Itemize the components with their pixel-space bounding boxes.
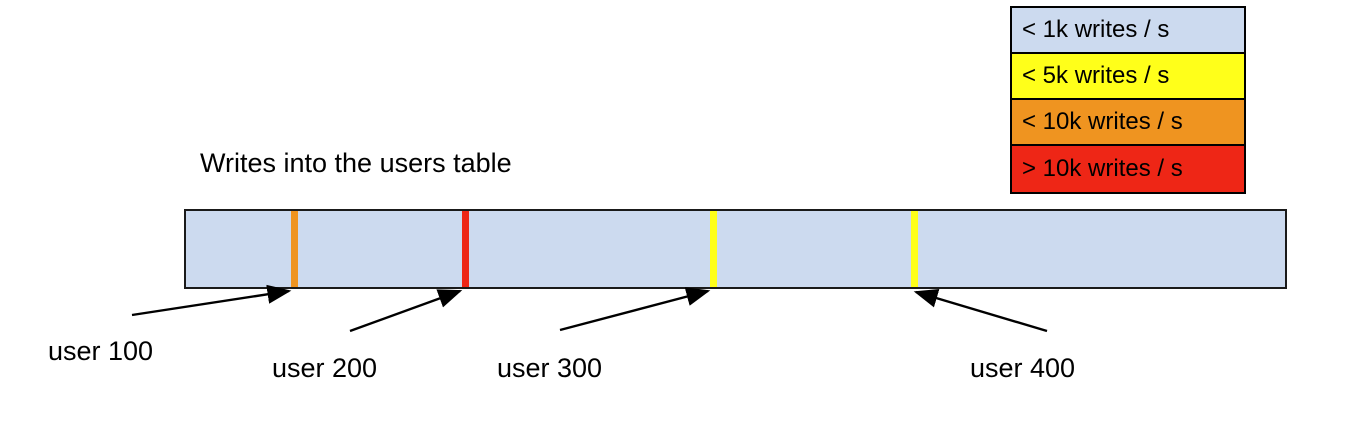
callout-arrow-user-100 — [131, 284, 292, 317]
legend-label-tier-high: < 10k writes / s — [1022, 108, 1183, 135]
users-table-keyspace-bar — [184, 209, 1287, 289]
legend-label-tier-critical: > 10k writes / s — [1022, 155, 1183, 182]
callout-label-user-200: user 200 — [272, 353, 378, 383]
callout-label-user-300: user 300 — [497, 353, 603, 383]
legend-label-tier-low: < 1k writes / s — [1022, 16, 1170, 43]
legend-row-tier-high: < 10k writes / s — [1012, 100, 1244, 146]
legend-row-tier-medium: < 5k writes / s — [1012, 54, 1244, 100]
hotspot-marker-user-100 — [291, 211, 298, 287]
chart-title: Writes into the users table — [200, 148, 512, 178]
callout-arrow-user-200 — [349, 289, 463, 333]
callout-label-user-400: user 400 — [970, 353, 1076, 383]
legend: < 1k writes / s < 5k writes / s < 10k wr… — [1010, 6, 1246, 194]
legend-row-tier-low: < 1k writes / s — [1012, 8, 1244, 54]
callout-arrow-user-300 — [559, 287, 711, 332]
callout-label-user-100: user 100 — [48, 336, 154, 366]
hotspot-marker-user-300 — [710, 211, 717, 287]
hotspot-marker-user-400 — [911, 211, 918, 287]
hotspot-marker-user-200 — [462, 211, 469, 287]
legend-row-tier-critical: > 10k writes / s — [1012, 146, 1244, 192]
legend-label-tier-medium: < 5k writes / s — [1022, 62, 1170, 89]
callout-arrow-user-400 — [913, 288, 1048, 333]
